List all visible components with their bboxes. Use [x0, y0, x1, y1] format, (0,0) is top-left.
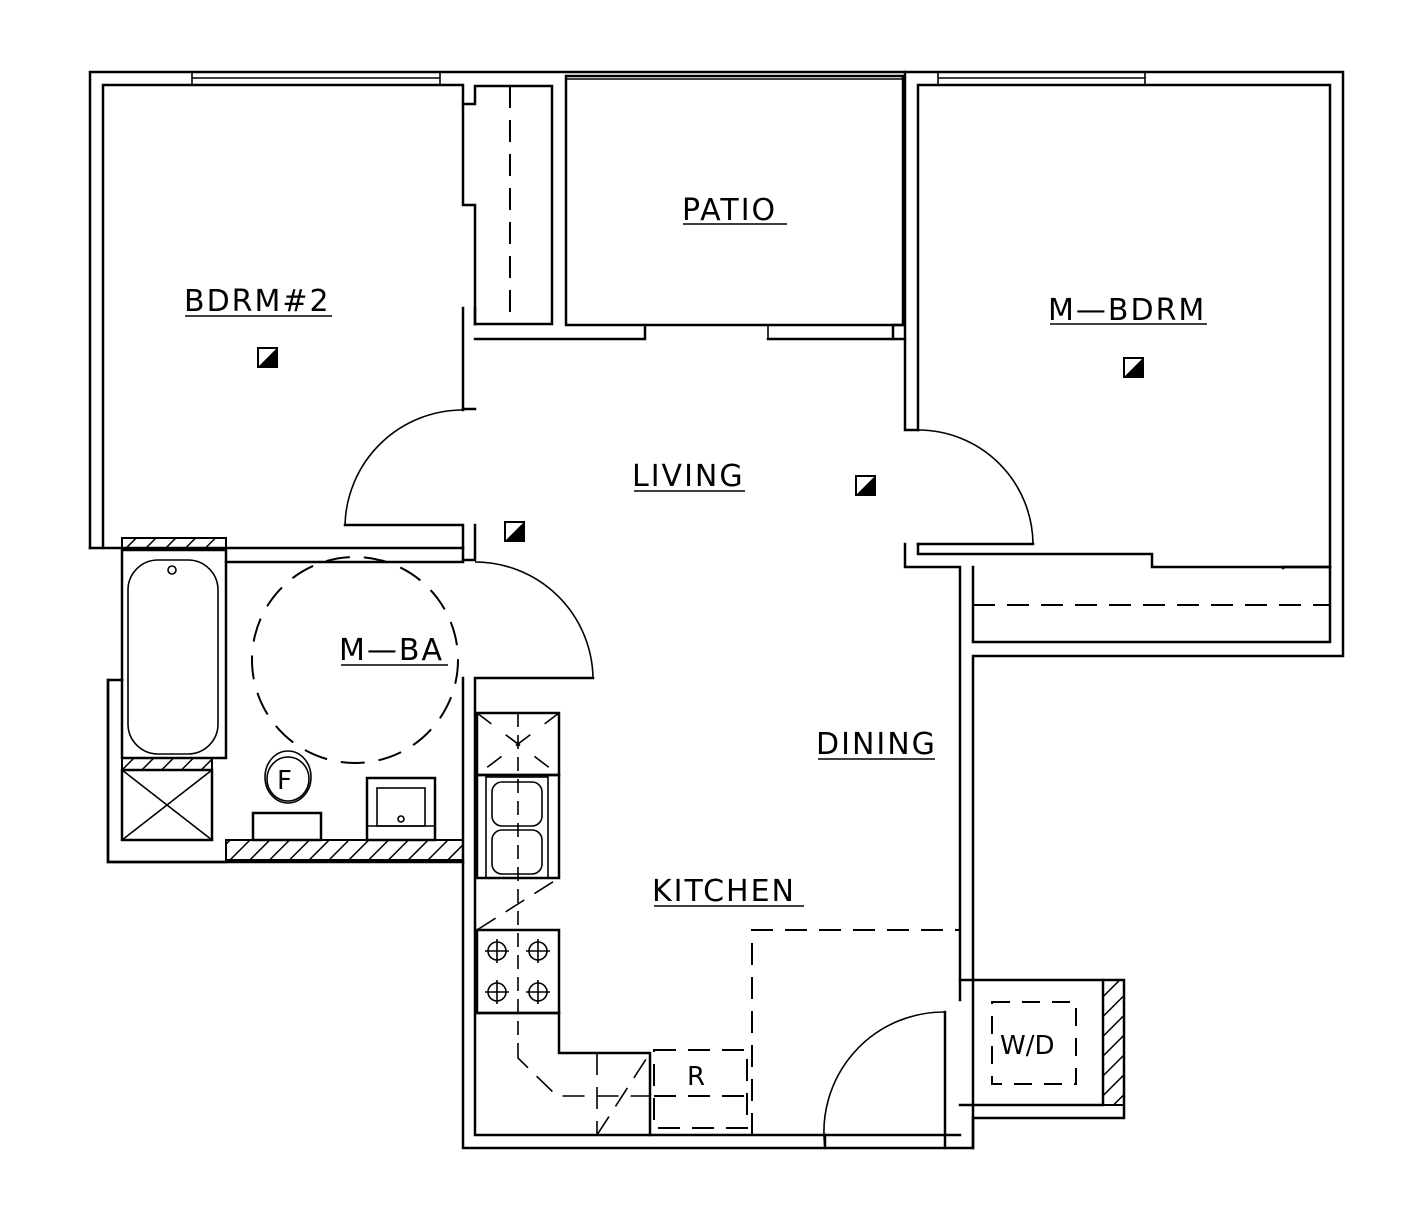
- sink-bowl-1: [491, 781, 543, 827]
- exterior-walls: [88, 70, 1345, 1150]
- door-swing-bdrm2: [344, 409, 464, 526]
- sink-bowl-2: [491, 829, 543, 875]
- toilet-tank: [251, 811, 323, 842]
- door-swing-mba: [474, 561, 594, 679]
- vanity: [365, 776, 437, 842]
- washer-dryer-label: W/D: [1000, 1031, 1055, 1061]
- label-mbdrm: M—BDRM: [1048, 293, 1206, 328]
- furnace-label: F: [277, 766, 292, 796]
- door-swing-mbdrm: [917, 429, 1034, 545]
- label-patio: PATIO: [682, 193, 777, 228]
- door-swing-entry: [823, 1011, 946, 1149]
- kitchen-fixtures: R: [475, 711, 960, 1150]
- sink: [376, 787, 426, 827]
- label-bdrm2: BDRM#2: [184, 284, 331, 319]
- label-dining: DINING: [816, 727, 937, 762]
- toilet-bowl: [264, 750, 312, 804]
- turning-circle: [251, 556, 459, 764]
- room-labels: BDRM#2 PATIO M—BDRM LIVING M—BA DINING K…: [184, 193, 1207, 909]
- washer-dryer-outline: [991, 1001, 1077, 1085]
- refrigerator-outline: [653, 1049, 748, 1129]
- laundry: W/D: [958, 978, 1126, 1150]
- label-living: LIVING: [632, 459, 745, 494]
- tub-enclosure: [120, 548, 228, 760]
- bathroom-fixtures: F: [106, 537, 464, 864]
- bathtub: [127, 559, 219, 755]
- burners: [485, 939, 550, 1004]
- patio-area: [564, 74, 905, 327]
- refrigerator-label: R: [687, 1062, 705, 1092]
- smoke-detector-icon: [257, 347, 1144, 542]
- label-kitchen: KITCHEN: [652, 874, 796, 909]
- linen-cabinet: [120, 768, 214, 842]
- label-mba: M—BA: [339, 633, 444, 668]
- drain: [167, 565, 177, 575]
